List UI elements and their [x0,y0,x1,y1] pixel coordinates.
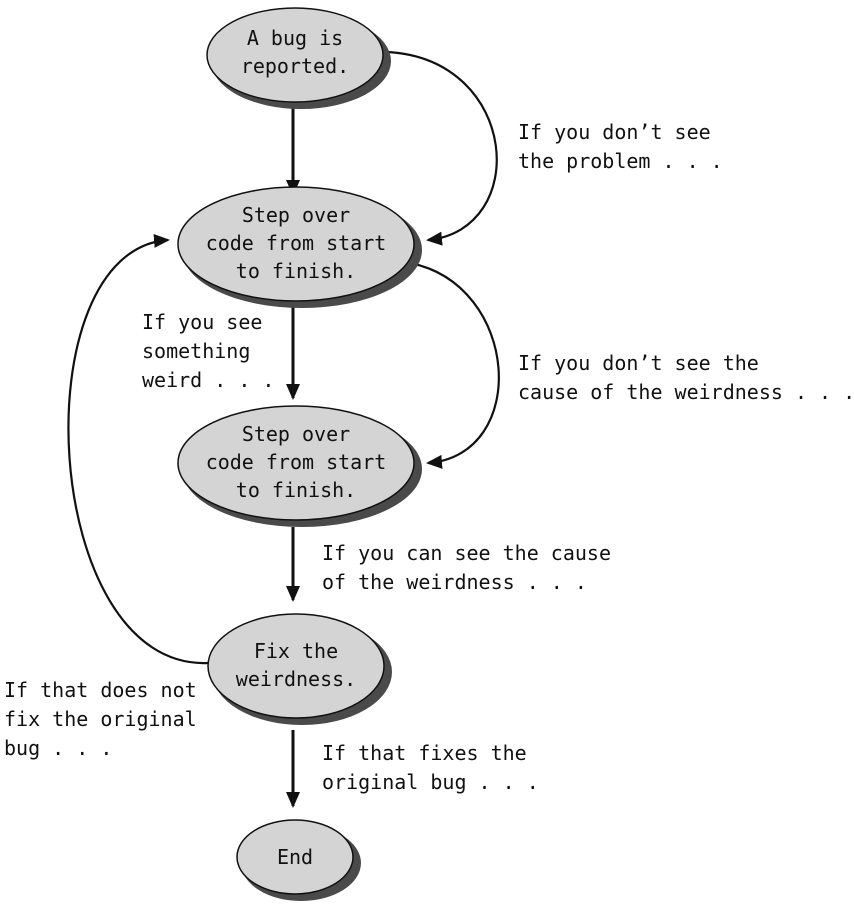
node-shape [207,613,385,719]
node-step1-line-2: code from start [206,231,387,255]
edge-label-line: fix the original [4,707,197,731]
edge-label-line: original bug . . . [322,770,539,794]
node-step1: Step over code from start to finish. [177,186,422,308]
edge-label-line: If you can see the cause [322,541,611,565]
node-step2: Step over code from start to finish. [177,405,422,527]
node-end: End [236,819,361,901]
edge-label-line: If that fixes the [322,741,527,765]
edge-label-line: weird . . . [142,368,274,392]
edge-label-line: bug . . . [4,736,112,760]
edge-step1-to-step2-curve [409,261,500,469]
node-reported-line-1: A bug is [247,26,343,50]
node-shape [177,186,415,302]
node-step2-line-3: to finish. [236,478,356,502]
edge-reported-to-step1-curve [387,50,498,246]
node-step1-line-1: Step over [242,203,350,227]
node-fix-line-2: weirdness. [236,667,356,691]
edge-label-does-not-fix: If that does not fix the original bug . … [4,678,197,760]
edge-label-line: the problem . . . [518,149,723,173]
node-reported: A bug is reported. [206,7,391,109]
edge-label-fixes-bug: If that fixes the original bug . . . [322,741,539,794]
edge-label-dont-see-problem: If you don’t see the problem . . . [518,120,723,173]
edge-label-line: something [142,339,250,363]
edge-fix-to-step1-loop [67,234,209,665]
edge-label-line: If that does not [4,678,197,702]
node-shape [236,819,354,895]
node-fix: Fix the weirdness. [207,613,392,725]
edge-label-see-something-weird: If you see something weird . . . [142,310,274,392]
node-step2-line-2: code from start [206,450,387,474]
edge-label-line: If you don’t see the [518,351,759,375]
edge-label-line: cause of the weirdness . . . [518,380,854,404]
edge-label-line: of the weirdness . . . [322,570,587,594]
node-fix-line-1: Fix the [254,639,338,663]
edge-label-dont-see-cause: If you don’t see the cause of the weirdn… [518,351,854,404]
node-step2-line-1: Step over [242,422,350,446]
edges [67,50,500,808]
node-shape [206,7,384,103]
node-reported-line-2: reported. [241,54,349,78]
edge-label-line: If you don’t see [518,120,711,144]
edge-label-can-see-cause: If you can see the cause of the weirdnes… [322,541,611,594]
edge-label-line: If you see [142,310,262,334]
node-shape [177,405,415,521]
node-step1-line-3: to finish. [236,259,356,283]
node-end-line-1: End [277,845,313,869]
